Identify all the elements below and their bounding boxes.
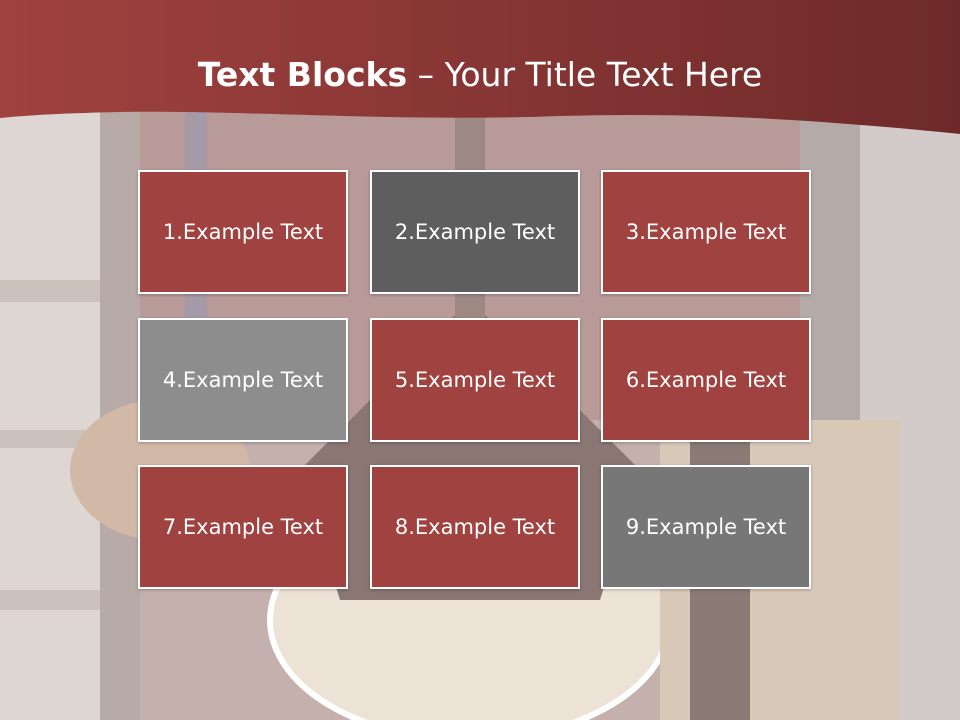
text-block-9: 9.Example Text <box>601 465 811 589</box>
text-block-7: 7.Example Text <box>138 465 348 589</box>
text-block-3: 3.Example Text <box>601 170 811 294</box>
slide-title: Text Blocks – Your Title Text Here <box>0 52 960 98</box>
title-rest: Your Title Text Here <box>444 55 763 94</box>
text-block-8: 8.Example Text <box>370 465 580 589</box>
text-block-4: 4.Example Text <box>138 318 348 442</box>
text-block-1: 1.Example Text <box>138 170 348 294</box>
text-block-6: 6.Example Text <box>601 318 811 442</box>
header-band <box>0 0 960 134</box>
title-separator: – <box>407 55 445 94</box>
title-bold: Text Blocks <box>197 55 408 94</box>
text-block-grid: 1.Example Text 2.Example Text 3.Example … <box>138 170 816 594</box>
text-block-5: 5.Example Text <box>370 318 580 442</box>
text-block-2: 2.Example Text <box>370 170 580 294</box>
